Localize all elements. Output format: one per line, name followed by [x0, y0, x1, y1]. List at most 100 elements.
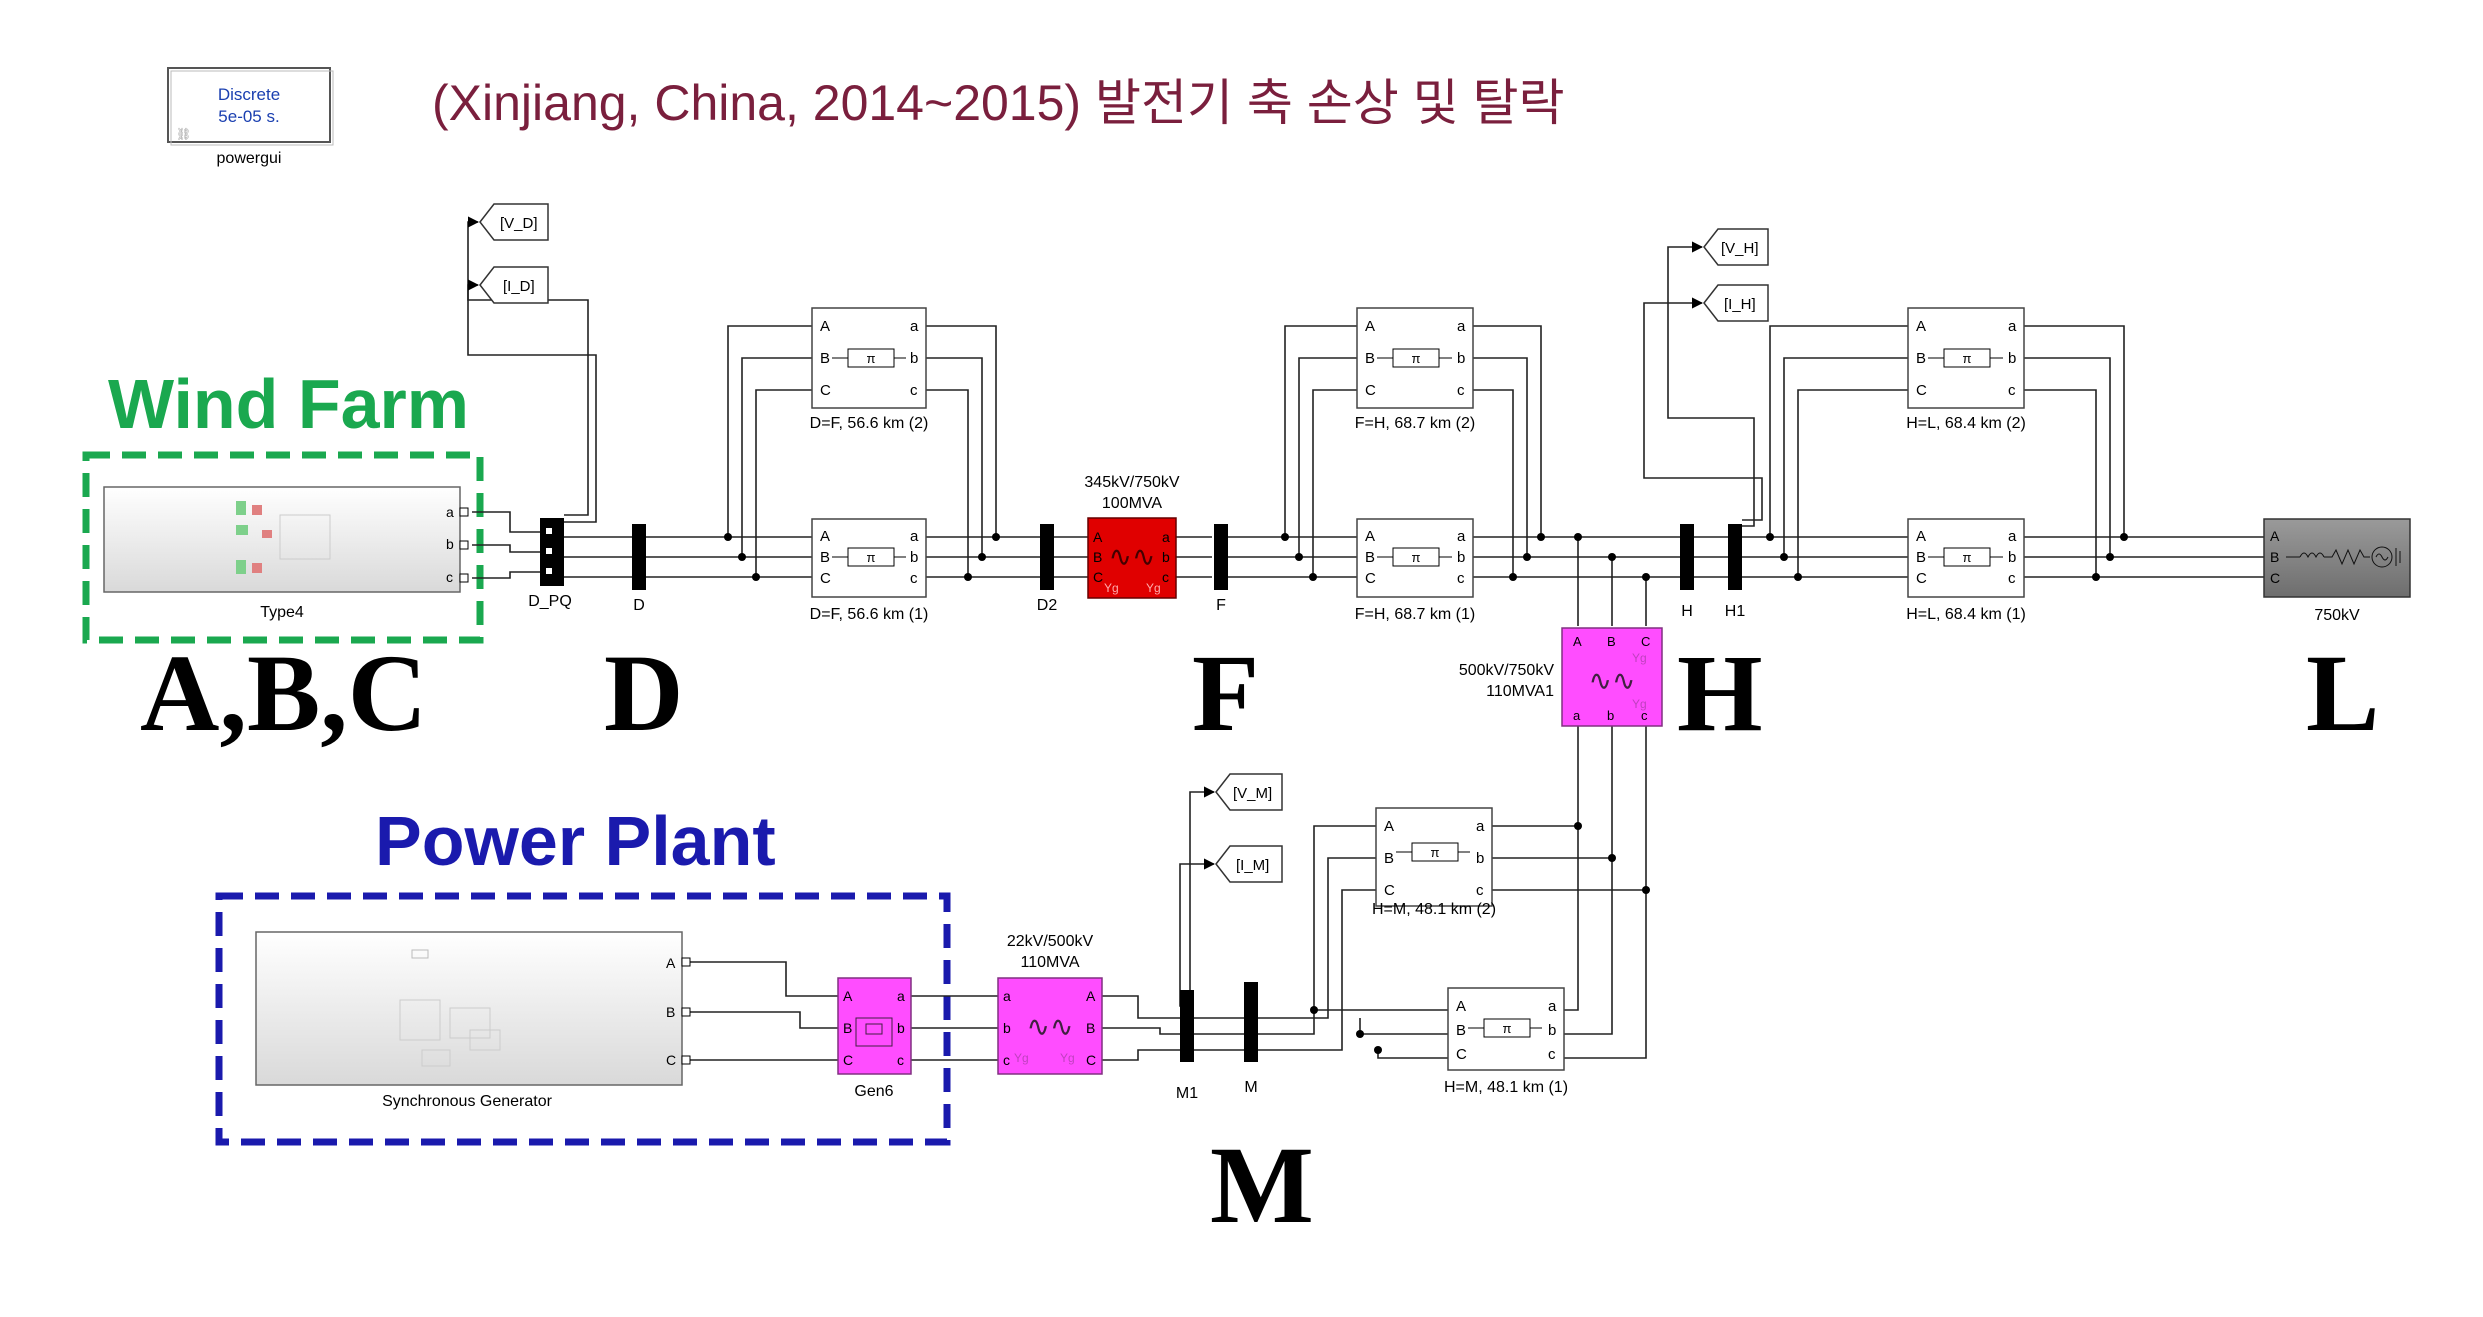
source-750kv-block[interactable]: A B C: [2263, 518, 2411, 598]
line-block-fh-2[interactable]: A B C a b c π: [1356, 307, 1474, 409]
winding-label: Yg: [1104, 581, 1119, 595]
bus-letter-m: M: [1210, 1124, 1314, 1246]
inductor-icon: [2299, 552, 2325, 559]
port-label: a: [2008, 318, 2017, 335]
port-label: A: [1365, 318, 1375, 335]
d-pq-measurement-block[interactable]: [540, 518, 564, 586]
port-label: B: [1456, 1022, 1466, 1039]
bus-bar-m[interactable]: [1244, 982, 1258, 1062]
line-fh-2-caption: F=H, 68.7 km (2): [1355, 415, 1475, 432]
port-label: A: [843, 988, 853, 1004]
port-label: B: [1384, 850, 1394, 867]
bus-bar-m1[interactable]: [1180, 990, 1194, 1062]
goto-tag-v-d[interactable]: [V_D]: [479, 203, 549, 241]
line-block-hl-2[interactable]: A B C a b c π: [1907, 307, 2025, 409]
port-label: b: [1548, 1022, 1556, 1039]
port-label: b: [897, 1020, 905, 1036]
line-df-1-caption: D=F, 56.6 km (1): [810, 606, 929, 623]
line-block-hm-1[interactable]: A B C a b c π: [1447, 987, 1565, 1071]
bus-m1-caption: M1: [1176, 1085, 1198, 1102]
port-label: c: [1457, 570, 1465, 587]
bus-d-caption: D: [633, 597, 645, 614]
port-label: B: [1916, 549, 1926, 566]
port-label: A: [1573, 634, 1582, 649]
bus-h1-caption: H1: [1725, 603, 1746, 620]
bus-bar-f[interactable]: [1214, 524, 1228, 590]
line-block-df-2[interactable]: A B C a b c π: [811, 307, 927, 409]
line-block-fh-1[interactable]: A B C a b c π: [1356, 518, 1474, 598]
type4-wind-turbine-block[interactable]: a b c: [103, 486, 469, 593]
port-label: C: [1916, 382, 1927, 399]
line-df-2-caption: D=F, 56.6 km (2): [810, 415, 929, 432]
port-label: b: [1457, 350, 1465, 367]
port-label: a: [2008, 528, 2017, 545]
port-label: b: [1003, 1020, 1011, 1036]
transformer-coil-icon: ∿∿: [1109, 541, 1156, 572]
port-label: B: [1093, 549, 1102, 565]
port-label: a: [1548, 998, 1557, 1015]
port-label: B: [1916, 350, 1926, 367]
gen6-block[interactable]: A B C a b c: [837, 977, 912, 1075]
winding-label: Yg: [1632, 651, 1647, 665]
port-label: c: [1003, 1052, 1010, 1068]
transformer-t2-block[interactable]: A B C a b c ∿∿ Yg Yg: [1561, 627, 1663, 727]
goto-tag-v-m[interactable]: [V_M]: [1215, 773, 1283, 811]
powergui-caption: powergui: [217, 150, 282, 167]
port-label: a: [1457, 528, 1466, 545]
pi-section-icon: π: [1431, 845, 1440, 860]
port-label: a: [897, 988, 905, 1004]
line-block-df-1[interactable]: A B C a b c π: [811, 518, 927, 598]
pi-section-icon: π: [867, 550, 876, 565]
port-label: C: [820, 570, 831, 587]
port-label: b: [2008, 549, 2016, 566]
bus-bar-h[interactable]: [1680, 524, 1694, 590]
port-label: C: [843, 1052, 853, 1068]
port-label: A: [2270, 528, 2280, 544]
goto-tag-i-m[interactable]: [I_M]: [1215, 845, 1283, 883]
port-label: C: [1916, 570, 1927, 587]
port-label: a: [1573, 708, 1581, 723]
bus-m-caption: M: [1244, 1079, 1257, 1096]
port-label: B: [1365, 350, 1375, 367]
port-label: c: [1457, 382, 1465, 399]
synchronous-generator-block[interactable]: A B C: [255, 931, 691, 1086]
goto-i-d-label: [I_D]: [503, 278, 535, 295]
gen6-caption: Gen6: [854, 1083, 893, 1100]
type4-port-a: a: [446, 504, 454, 520]
port-label: B: [1086, 1020, 1095, 1036]
port-label: c: [2008, 570, 2016, 587]
bus-bar-d2[interactable]: [1040, 524, 1054, 590]
port-label: b: [1162, 549, 1170, 565]
bus-bar-h1[interactable]: [1728, 524, 1742, 590]
line-block-hm-2[interactable]: A B C a b c π: [1375, 807, 1493, 907]
port-label: C: [1365, 382, 1376, 399]
port-label: A: [1456, 998, 1466, 1015]
winding-label: Yg: [1060, 1051, 1075, 1065]
port-label: c: [1162, 569, 1169, 585]
bus-d2-caption: D2: [1037, 597, 1058, 614]
goto-v-m-label: [V_M]: [1233, 785, 1272, 802]
pi-section-icon: π: [1412, 550, 1421, 565]
port-label: b: [2008, 350, 2016, 367]
transformer-coil-icon: ∿∿: [1027, 1011, 1074, 1042]
pi-section-icon: π: [1963, 351, 1972, 366]
bus-bar-d[interactable]: [632, 524, 646, 590]
transformer-t3-block[interactable]: a b c A B C ∿∿ Yg Yg: [997, 977, 1103, 1075]
port-label: B: [2270, 549, 2279, 565]
port-label: b: [1476, 850, 1484, 867]
t3-rating-line2: 110MVA: [1021, 954, 1080, 971]
line-block-hl-1[interactable]: A B C a b c π: [1907, 518, 2025, 598]
junction-dots: [724, 533, 2128, 1054]
port-label: C: [1384, 882, 1395, 899]
page-title: (Xinjiang, China, 2014~2015) 발전기 축 손상 및 …: [432, 75, 1565, 131]
port-label: c: [1641, 708, 1648, 723]
goto-tag-v-h[interactable]: [V_H]: [1703, 228, 1769, 266]
powergui-block[interactable]: Discrete 5e-05 s. ⛓: [167, 67, 334, 146]
port-label: C: [2270, 570, 2280, 586]
transformer-t1-block[interactable]: A B C a b c ∿∿ Yg Yg: [1087, 517, 1177, 599]
goto-tag-i-d[interactable]: [I_D]: [479, 266, 549, 304]
winding-label: Yg: [1632, 697, 1647, 711]
winding-label: Yg: [1014, 1051, 1029, 1065]
goto-tag-i-h[interactable]: [I_H]: [1703, 284, 1769, 322]
port-label: B: [820, 549, 830, 566]
